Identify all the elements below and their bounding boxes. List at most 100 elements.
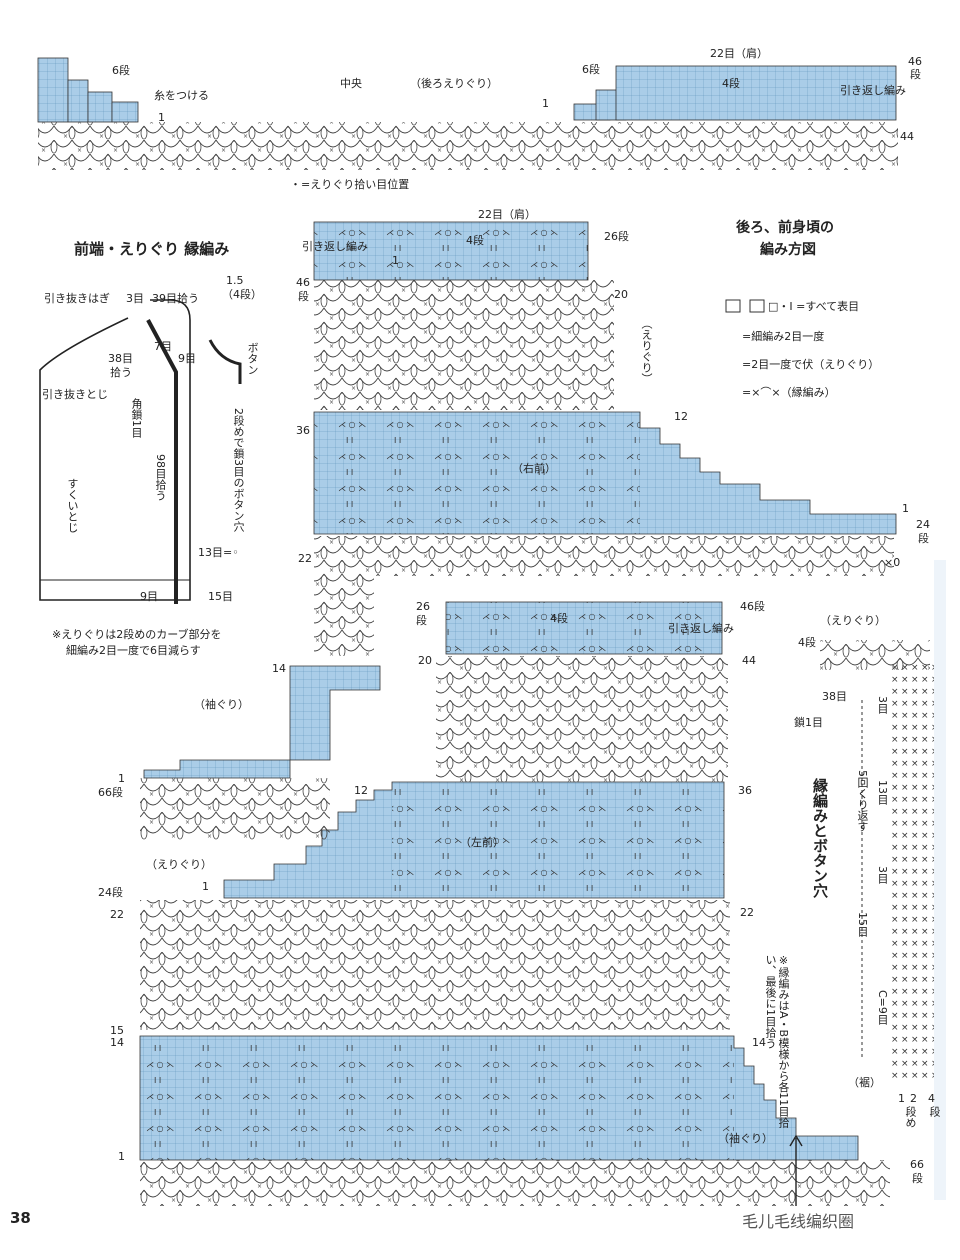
thread-label: 糸をつける <box>154 89 209 102</box>
corner-chain-label: 角鎖1目 <box>130 398 143 438</box>
top-row-46: 46 <box>908 55 922 68</box>
legend-sc2tog: =細編み2目一度 <box>742 330 825 343</box>
rf-piece-label: （右前） <box>512 462 556 475</box>
lf-row-20: 20 <box>418 654 432 667</box>
lf-row-26: 26 <box>416 600 430 613</box>
rf-row-24: 24 <box>916 518 930 531</box>
lf-row-44: 44 <box>742 654 756 667</box>
count-13: 13目=◦ <box>198 546 239 559</box>
slip-join-label: 引き抜きはぎ <box>44 292 110 305</box>
top-row-6: 6段 <box>112 64 130 77</box>
lf-row-1b: 1 <box>118 1150 125 1163</box>
legend-bindoff: =2目一度で伏（えりぐり） <box>742 358 880 371</box>
legend-title-2: 編み方図 <box>760 242 816 258</box>
border-count-15: 15目 <box>856 912 869 937</box>
border-hem: （裾） <box>848 1076 881 1089</box>
lf-row-24: 24段 <box>98 886 123 899</box>
count-3: 3目 <box>126 292 144 305</box>
border-row-n2: 2 <box>910 1092 917 1105</box>
lf-row-1: 1 <box>202 880 209 893</box>
lf-row-14: 14 <box>110 1036 124 1049</box>
rf-row-46-unit: 段 <box>298 290 309 303</box>
center-label: 中央 <box>340 77 362 90</box>
border-count-3b: 3目 <box>876 866 889 884</box>
border-title: 縁編みとボタン穴 <box>811 778 829 898</box>
lf-row-15: 15 <box>110 1024 124 1037</box>
lf-row-66: 66 <box>910 1158 924 1171</box>
top-row-4: 4段 <box>722 77 740 90</box>
border-neck: （えりぐり） <box>820 614 886 627</box>
count-38-pick: 拾う <box>110 366 132 379</box>
rf-row-20: 20 <box>614 288 628 301</box>
left-panel-title: 前端・えりぐり 縁編み <box>74 240 230 258</box>
count-15: 15目 <box>208 590 233 603</box>
slip-close-label: 引き抜きとじ <box>42 388 108 401</box>
rf-x0: ×0 <box>884 556 901 569</box>
height-15-rows: （4段） <box>222 288 262 301</box>
rf-row-24-unit: 段 <box>918 532 929 545</box>
lf-row-12: 12 <box>354 784 368 797</box>
top-row-46-unit: 段 <box>910 68 921 81</box>
lf-row-66-unit: 段 <box>912 1172 923 1185</box>
height-15: 1.5 <box>226 274 244 287</box>
border-count-c9: C=9目 <box>876 990 889 1025</box>
rf-row-46: 46 <box>296 276 310 289</box>
rf-row-1b: 1 <box>902 502 909 515</box>
pickup-note: ・=えりぐり拾い目位置 <box>290 178 410 191</box>
border-repeat: 5回くり返す <box>856 770 869 832</box>
sleeve-row-66: 66段 <box>98 786 123 799</box>
border-count-38: 38目 <box>822 690 847 703</box>
top-row-1-right: 1 <box>542 97 549 110</box>
rf-row-1: 1 <box>392 254 399 267</box>
button-label: ボタン <box>246 342 259 375</box>
count-38: 38目 <box>108 352 133 365</box>
top-row-6-right: 6段 <box>582 63 600 76</box>
rf-row-26: 26段 <box>604 230 629 243</box>
note-line-1: ※えりぐりは2段めのカーブ部分を <box>52 628 222 641</box>
count-9b: 9目 <box>140 590 158 603</box>
lf-row-36: 36 <box>738 784 752 797</box>
rf-row-4: 4段 <box>466 234 484 247</box>
sleeve-label: （袖ぐり） <box>194 698 249 711</box>
rf-row-36: 36 <box>296 424 310 437</box>
rf-neck: （えりぐり） <box>640 318 653 384</box>
count-98: 98目拾う <box>154 454 167 501</box>
legend-title-1: 後ろ、前身頃の <box>736 220 834 236</box>
sukui-label: すくいとじ <box>66 478 79 533</box>
lf-row-4: 4段 <box>550 612 568 625</box>
top-stitch-44: 44 <box>900 130 914 143</box>
rf-turn: 引き返し編み <box>302 240 368 253</box>
border-count-13: 13目 <box>876 780 889 805</box>
border-row-4: 4段 <box>798 636 816 649</box>
note-line-2: 細編み2目一度で6目減らす <box>66 644 201 657</box>
legend-edging: =×⌒×（縁編み） <box>742 386 836 399</box>
border-dan4: 段 <box>928 1106 941 1117</box>
top-turn-label: 引き返し編み <box>840 84 906 97</box>
rf-row-22: 22 <box>298 552 312 565</box>
rf-row-12: 12 <box>674 410 688 423</box>
border-row-n1: 1 <box>898 1092 905 1105</box>
count-39: 39目拾う <box>152 292 199 305</box>
border-chain: 鎖1目 <box>794 716 823 729</box>
count-9: 9目 <box>178 352 196 365</box>
watermark: 毛儿毛线编织圈 <box>742 1212 855 1231</box>
buttonhole-label: 2段めで鎖3目のボタン穴 <box>232 408 245 532</box>
count-7: 7目 <box>154 340 172 353</box>
lf-piece-label: （左前） <box>460 836 504 849</box>
sleeve-row-1: 1 <box>118 772 125 785</box>
lf-row-22: 22 <box>110 908 124 921</box>
lf-row-22-right: 22 <box>740 906 754 919</box>
lf-row-26-unit: 段 <box>416 614 427 627</box>
back-neck-label: （後ろえりぐり） <box>410 77 498 90</box>
lf-turn: 引き返し編み <box>668 622 734 635</box>
rf-shoulder: 22目（肩） <box>478 208 536 221</box>
top-shoulder-label: 22目（肩） <box>710 47 768 60</box>
page-number: 38 <box>10 1209 31 1227</box>
lf-row-46: 46段 <box>740 600 765 613</box>
lf-neck: （えりぐり） <box>146 858 212 871</box>
lf-sleeve: （袖ぐり） <box>718 1132 773 1145</box>
border-row-n4: 4 <box>928 1092 935 1105</box>
border-note: ※縁編みはA・B模様から各11目拾い、最後に1目拾う <box>764 954 790 1129</box>
legend-knit: □・Ⅰ =すべて表目 <box>768 300 860 313</box>
